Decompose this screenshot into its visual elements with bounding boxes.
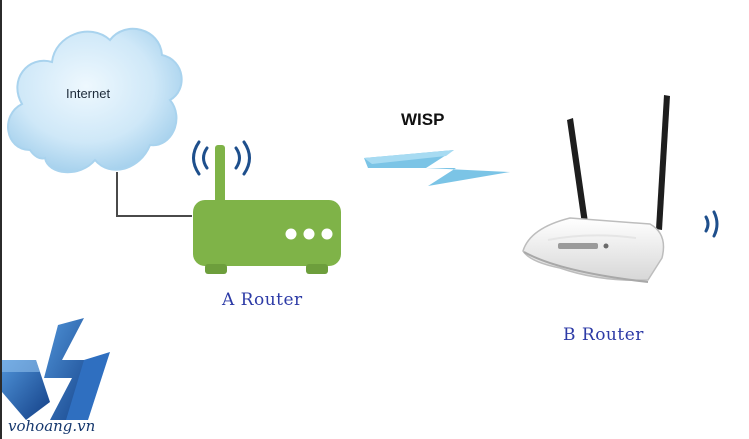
cloud-icon <box>7 27 183 174</box>
cable-line <box>116 172 192 217</box>
watermark-text: vohoang.vn <box>8 417 96 435</box>
wifi-signal-b-icon <box>704 210 719 238</box>
router-icon <box>193 145 341 274</box>
router-a-label: A Router <box>222 290 303 310</box>
internet-label: Internet <box>66 86 111 101</box>
router-b-label: B Router <box>563 325 644 345</box>
frame-edge <box>0 0 2 439</box>
logo-icon <box>2 318 110 420</box>
router-b-icon <box>522 95 670 283</box>
wisp-label: WISP <box>401 110 445 129</box>
lightning-link-icon <box>364 150 510 186</box>
wifi-signal-icon <box>192 140 251 176</box>
